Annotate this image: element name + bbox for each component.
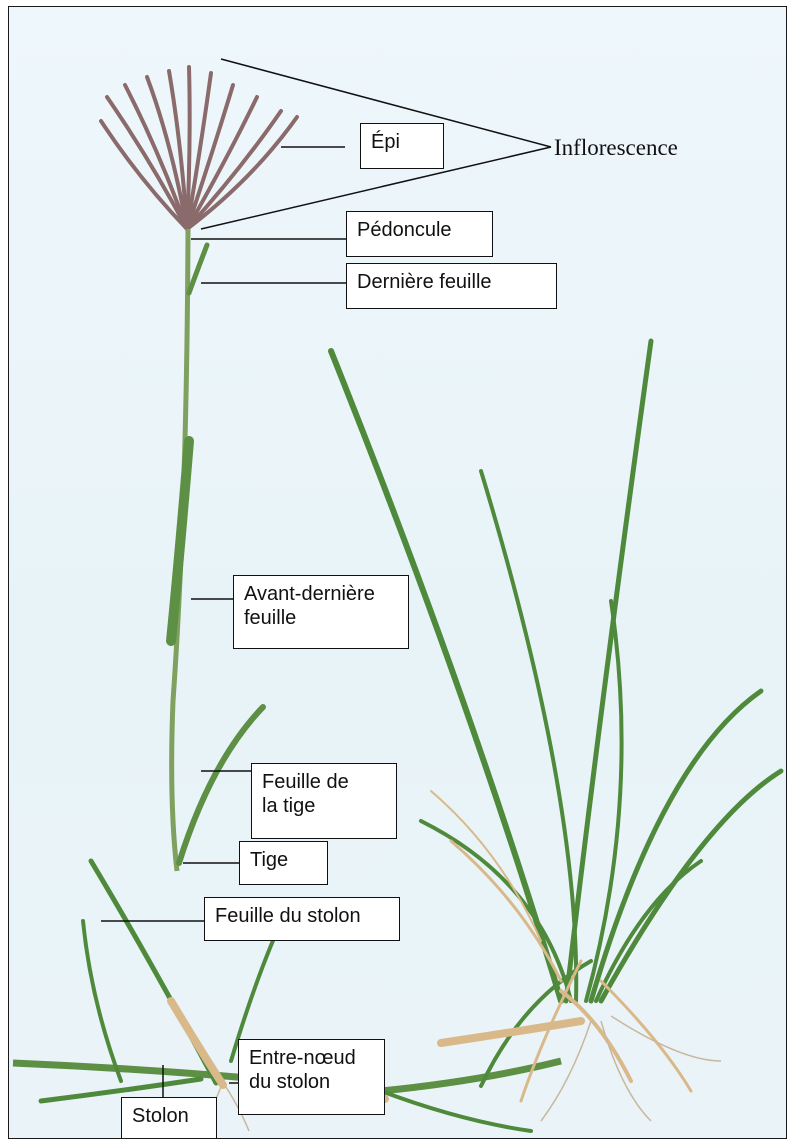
inflorescence-spikes [101, 67, 297, 229]
label-inflorescence: Inflorescence [554, 135, 678, 161]
label-pedoncule-text: Pédoncule [357, 219, 452, 241]
label-feuille-tige-line1: Feuille de [262, 770, 386, 794]
label-entre-noeud-line2: du stolon [249, 1070, 374, 1094]
label-feuille-du-stolon: Feuille du stolon [204, 897, 400, 941]
label-avant-derniere-feuille: Avant-dernière feuille [233, 575, 409, 649]
label-avant-derniere-line2: feuille [244, 606, 398, 630]
label-tige-text: Tige [250, 849, 288, 871]
label-feuille-de-la-tige: Feuille de la tige [251, 763, 397, 839]
label-epi: Épi [360, 123, 444, 169]
label-tige: Tige [239, 841, 328, 885]
label-entre-noeud-du-stolon: Entre-nœud du stolon [238, 1039, 385, 1115]
figure-frame: Épi Inflorescence Pédoncule Dernière feu… [8, 6, 787, 1139]
label-stolon: Stolon [121, 1097, 217, 1139]
label-derniere-feuille: Dernière feuille [346, 263, 557, 309]
grass-plant-illustration [9, 7, 787, 1139]
last-leaf [189, 245, 207, 293]
label-feuille-stolon-text: Feuille du stolon [215, 905, 361, 927]
label-stolon-text: Stolon [132, 1105, 189, 1127]
label-avant-derniere-line1: Avant-dernière [244, 582, 398, 606]
label-feuille-tige-line2: la tige [262, 794, 386, 818]
label-entre-noeud-line1: Entre-nœud [249, 1046, 374, 1070]
label-epi-text: Épi [371, 131, 400, 153]
label-inflorescence-text: Inflorescence [554, 135, 678, 160]
label-pedoncule: Pédoncule [346, 211, 493, 257]
label-derniere-feuille-text: Dernière feuille [357, 271, 492, 293]
